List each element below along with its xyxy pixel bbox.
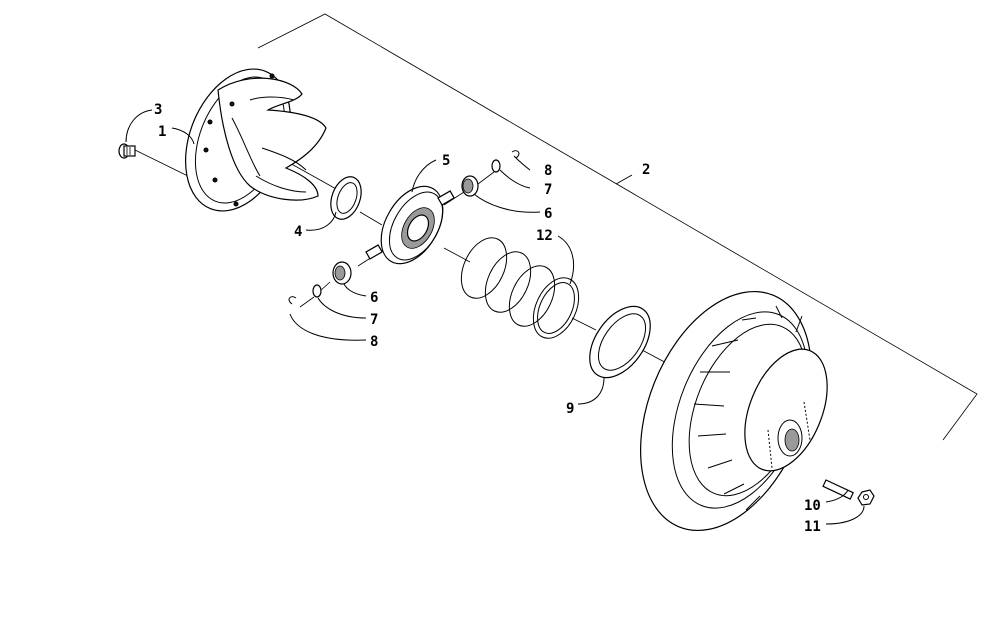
callout-8-bottom: 8 [370,334,378,350]
snap-ring-part-4 [330,176,362,220]
nut-part-11 [857,489,875,506]
callout-9: 9 [566,401,574,417]
callout-labels: 3 1 2 4 5 6 8 7 6 12 6 7 8 9 10 11 [154,102,821,535]
seal-part-9 [589,305,651,379]
callout-8-top: 8 [544,163,552,179]
sheave-lettering [767,401,811,469]
cam-housing-part-1 [184,68,327,212]
moveable-sheave [640,290,828,532]
callout-6-bottom: 6 [370,290,378,306]
leader-lines [125,109,865,525]
spring-part-12 [460,237,580,339]
screw-part-3 [118,143,136,159]
pin-part-10 [822,479,854,500]
callout-10: 10 [804,498,821,514]
sheave-fins [693,305,803,511]
callout-11: 11 [804,519,821,535]
assembly-bracket [257,13,978,441]
callout-6-top: 6 [544,206,552,222]
callout-7-bottom: 7 [370,312,378,328]
callout-12: 12 [536,228,553,244]
callout-2: 2 [642,162,650,178]
callout-5: 5 [442,153,450,169]
callout-4: 4 [294,224,302,240]
roller-set-upper [461,150,520,197]
callout-3: 3 [154,102,162,118]
roller-set-lower [288,261,352,305]
callout-7-top: 7 [544,182,552,198]
hub-part-5 [365,185,455,265]
callout-1: 1 [158,124,166,140]
